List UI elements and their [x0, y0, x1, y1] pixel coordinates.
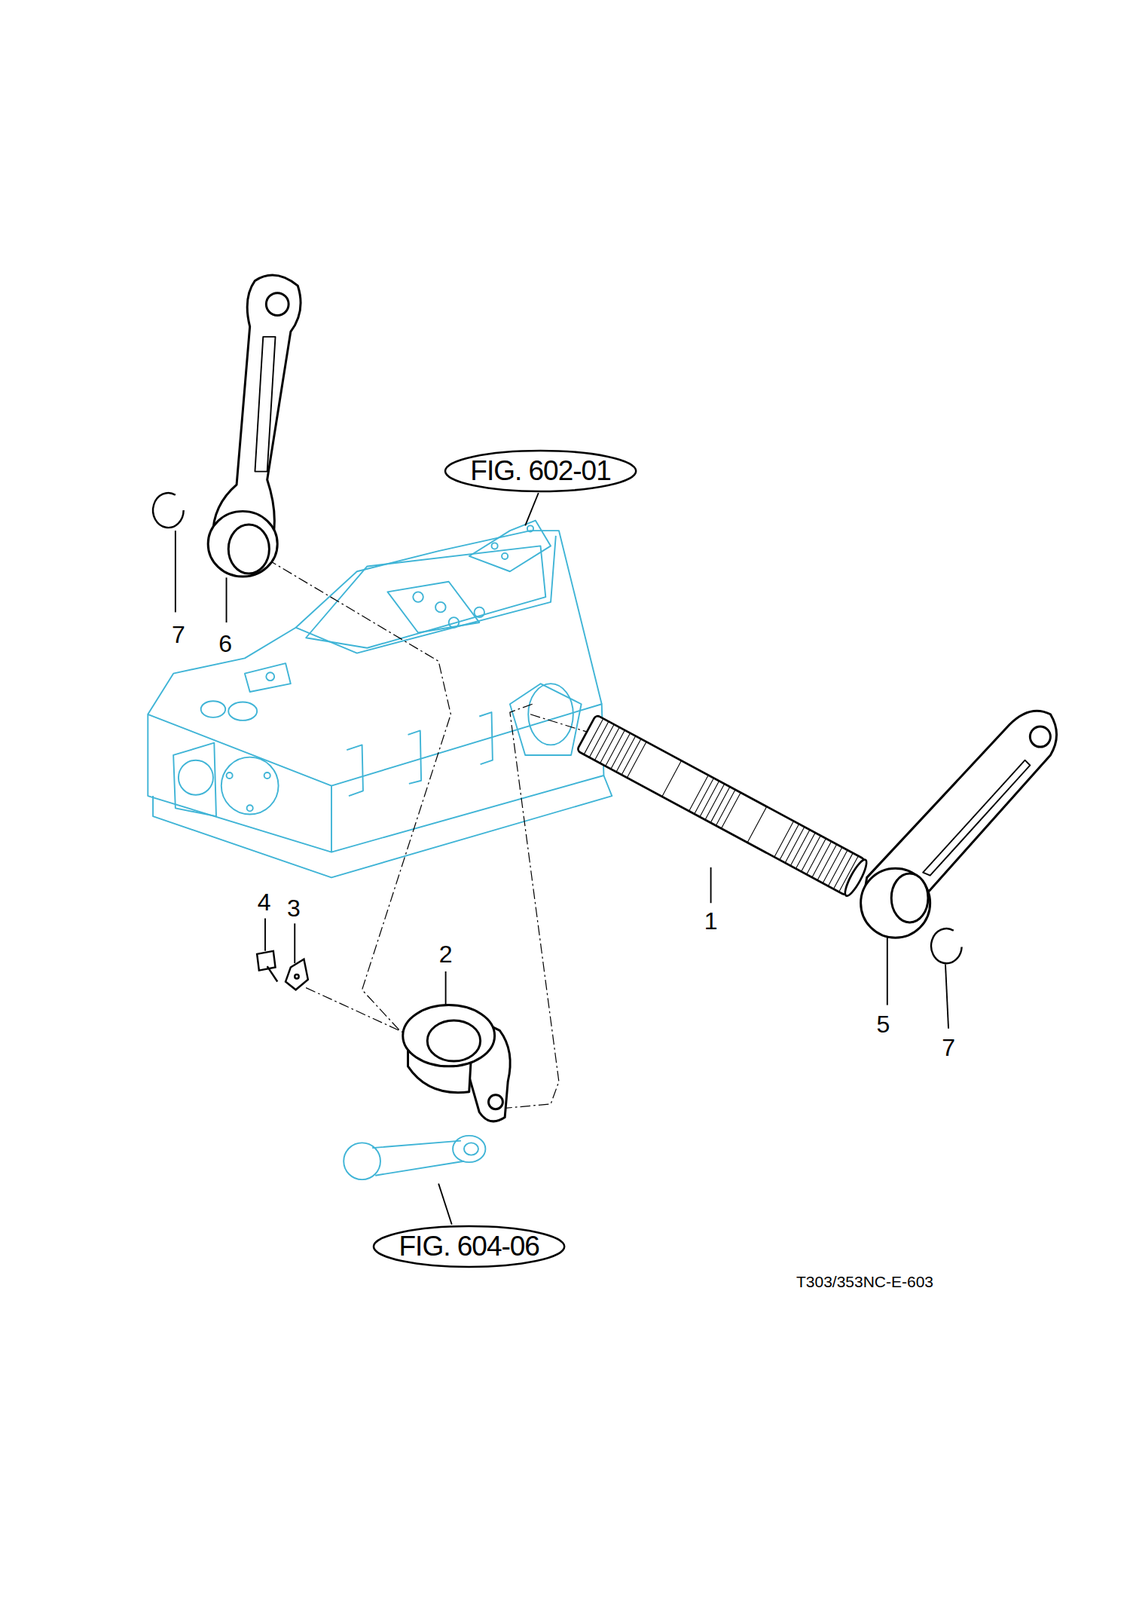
- figure-reference-oval: FIG. 602-01: [443, 448, 638, 493]
- callout-number: 3: [287, 895, 301, 920]
- figure-reference: FIG. 604-06: [399, 1230, 540, 1262]
- callout-number: 4: [257, 889, 272, 914]
- drawing-number: T303/353NC-E-603: [796, 1273, 934, 1289]
- figure-reference-oval: FIG. 604-06: [372, 1224, 566, 1268]
- figure-reference: FIG. 602-01: [470, 455, 611, 487]
- callout-number: 6: [218, 631, 233, 656]
- callout-number: 5: [876, 1011, 890, 1036]
- callout-number: 2: [439, 941, 453, 966]
- callout-number: 7: [941, 1035, 956, 1060]
- callout-number: 1: [704, 908, 718, 933]
- callout-number: 7: [171, 622, 186, 647]
